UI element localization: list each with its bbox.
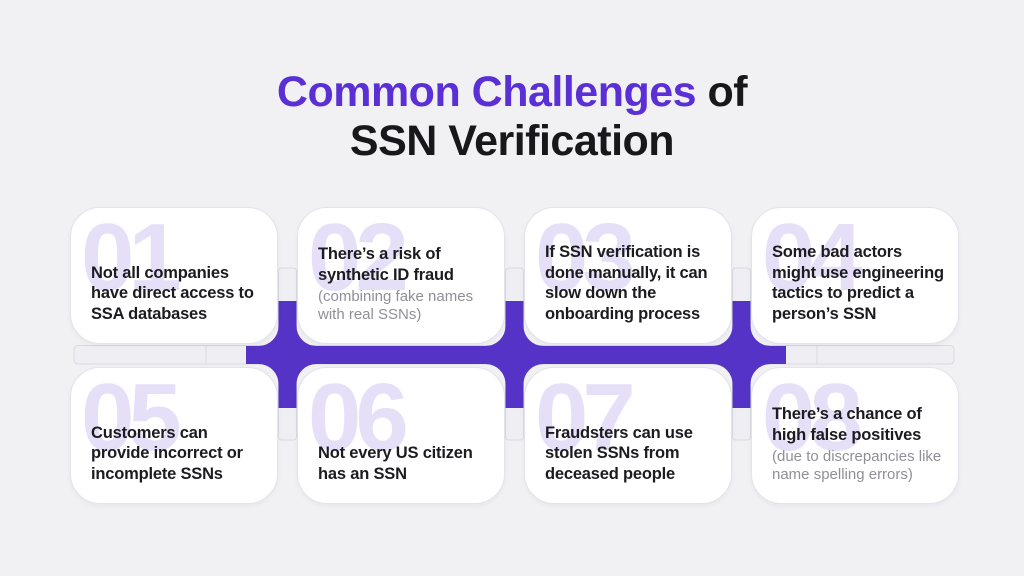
- card-04-number: 04: [762, 207, 863, 311]
- card-06: 06 Not every US citizen has an SSN: [297, 367, 505, 504]
- card-02: 02 There’s a risk of synthetic ID fraud …: [297, 207, 505, 344]
- title-line2: SSN Verification: [349, 117, 675, 165]
- card-07-text: Fraudsters can use stolen SSNs from dece…: [545, 423, 693, 484]
- card-01-textblock: Not all companies have direct access to …: [71, 208, 277, 343]
- card-06-number: 06: [308, 367, 409, 471]
- card-04-textblock: Some bad actors might use engineering ta…: [752, 208, 958, 343]
- card-02-subtext: (combining fake names with real SSNs): [318, 287, 474, 324]
- card-08-text: There’s a chance of high false positives: [772, 405, 922, 445]
- card-08-textblock: There’s a chance of high false positives…: [752, 368, 958, 503]
- card-06-text: Not every US citizen has an SSN: [318, 444, 473, 484]
- card-08-number: 08: [762, 367, 863, 471]
- card-05-number: 05: [81, 367, 182, 471]
- card-05-textblock: Customers can provide incorrect or incom…: [71, 368, 277, 503]
- purple-connector: [246, 301, 786, 408]
- card-02-textblock: There’s a risk of synthetic ID fraud (co…: [298, 208, 504, 343]
- card-05-text: Customers can provide incorrect or incom…: [91, 423, 243, 484]
- title-accent: Common Challenges: [276, 68, 697, 116]
- card-01-text: Not all companies have direct access to …: [91, 263, 254, 324]
- card-03-text: If SSN verification is done manually, it…: [545, 242, 708, 324]
- card-08: 08 There’s a chance of high false positi…: [751, 367, 959, 504]
- page-title: Common Challenges of SSN Verification: [0, 68, 1024, 166]
- card-08-subtext: (due to discrepancies like name spelling…: [772, 447, 942, 484]
- card-04: 04 Some bad actors might use engineering…: [751, 207, 959, 344]
- card-04-text: Some bad actors might use engineering ta…: [772, 242, 944, 324]
- title-rest: of: [707, 68, 748, 116]
- card-02-text: There’s a risk of synthetic ID fraud: [318, 245, 454, 285]
- card-01-number: 01: [81, 207, 182, 311]
- card-02-number: 02: [308, 207, 409, 311]
- card-01: 01 Not all companies have direct access …: [70, 207, 278, 344]
- card-03-textblock: If SSN verification is done manually, it…: [525, 208, 731, 343]
- card-06-textblock: Not every US citizen has an SSN: [298, 368, 504, 503]
- card-05: 05 Customers can provide incorrect or in…: [70, 367, 278, 504]
- card-03-number: 03: [535, 207, 636, 311]
- card-07-textblock: Fraudsters can use stolen SSNs from dece…: [525, 368, 731, 503]
- card-07-number: 07: [535, 367, 636, 471]
- card-07: 07 Fraudsters can use stolen SSNs from d…: [524, 367, 732, 504]
- card-03: 03 If SSN verification is done manually,…: [524, 207, 732, 344]
